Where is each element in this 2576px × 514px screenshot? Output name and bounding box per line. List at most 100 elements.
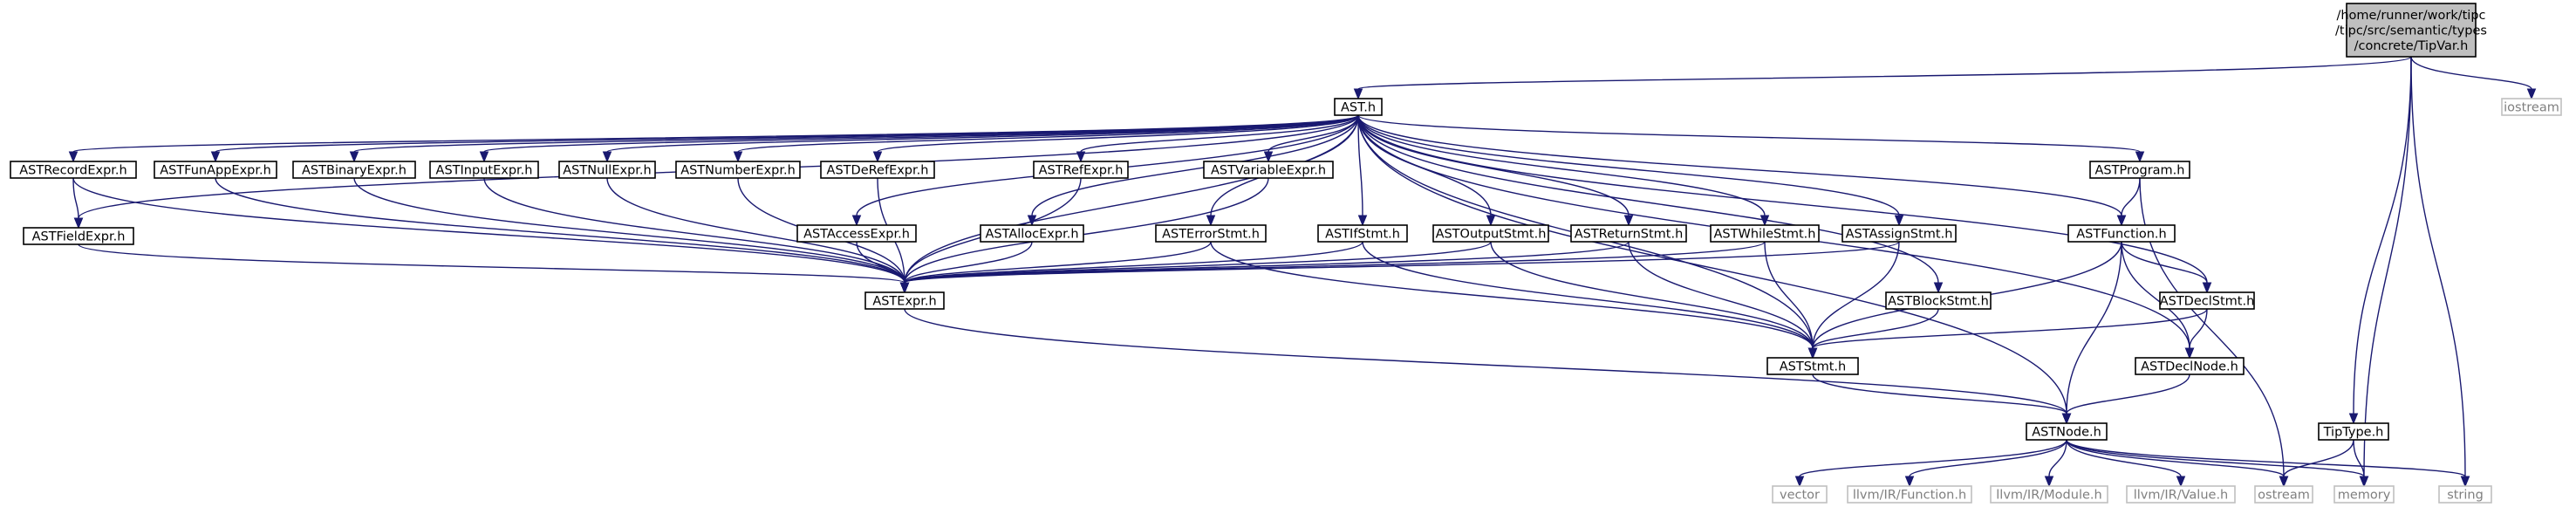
node-accessexpr[interactable]: ASTAccessExpr.h <box>796 224 917 243</box>
node-label: ASTNumberExpr.h <box>680 163 796 177</box>
arrowhead-icon <box>73 217 84 230</box>
node-box <box>1841 224 1957 243</box>
node-ostream: ostream <box>2254 485 2313 504</box>
node-box <box>980 224 1084 243</box>
node-derefexpr[interactable]: ASTDeRefExpr.h <box>820 161 935 179</box>
edge-root-to-iostream <box>2410 56 2537 100</box>
node-ifstmt[interactable]: ASTIfStmt.h <box>1317 224 1408 243</box>
node-label: ostream <box>2258 488 2310 502</box>
edge-line <box>1764 241 1814 349</box>
node-recordexpr[interactable]: ASTRecordExpr.h <box>10 161 137 179</box>
arrowhead-icon <box>2061 413 2072 425</box>
edge-line <box>72 177 79 219</box>
node-variableexpr[interactable]: ASTVariableExpr.h <box>1203 161 1334 179</box>
edge-line <box>1357 114 1363 216</box>
node-label: llvm/IR/Value.h <box>2134 488 2229 502</box>
node-label: ASTAccessExpr.h <box>803 227 910 241</box>
arrowhead-icon <box>2202 282 2212 294</box>
node-assignstmt[interactable]: ASTAssignStmt.h <box>1841 224 1957 243</box>
node-funappexpr[interactable]: ASTFunAppExpr.h <box>154 161 277 179</box>
node-node[interactable]: ASTNode.h <box>2026 422 2108 441</box>
node-program[interactable]: ASTProgram.h <box>2089 161 2190 179</box>
node-outputstmt[interactable]: ASTOutputStmt.h <box>1432 224 1549 243</box>
node-root[interactable]: /home/runner/work/tipc/tipc/src/semantic… <box>2335 3 2487 58</box>
arrowhead-icon <box>1794 476 1805 488</box>
edge-line <box>1210 241 1814 349</box>
node-label: ASTDeclNode.h <box>2141 360 2238 374</box>
node-declstmt[interactable]: ASTDeclStmt.h <box>2159 291 2255 310</box>
edge-line <box>2066 439 2466 477</box>
arrowhead-icon <box>2348 413 2359 425</box>
node-box <box>1033 161 1129 179</box>
edge-line <box>737 114 1359 153</box>
arrowhead-icon <box>479 151 489 163</box>
node-ast[interactable]: AST.h <box>1334 98 1383 116</box>
node-stmt[interactable]: ASTStmt.h <box>1766 357 1859 375</box>
arrowhead-icon <box>210 151 221 163</box>
edge-program-to-function <box>2116 177 2141 227</box>
edge-line <box>1357 114 1630 216</box>
node-label: ASTProgram.h <box>2095 163 2185 177</box>
node-label: vector <box>1780 488 1820 502</box>
node-label: ASTReturnStmt.h <box>1575 227 1684 241</box>
node-box <box>1155 224 1267 243</box>
edge-line <box>2066 241 2122 415</box>
edge-line <box>904 241 1033 284</box>
node-numberexpr[interactable]: ASTNumberExpr.h <box>675 161 801 179</box>
node-expr[interactable]: ASTExpr.h <box>864 291 945 310</box>
node-box <box>2438 485 2492 504</box>
node-fieldexpr[interactable]: ASTFieldExpr.h <box>23 227 134 245</box>
arrowhead-icon <box>602 151 612 163</box>
node-blockstmt[interactable]: ASTBlockStmt.h <box>1885 291 1992 310</box>
node-nullexpr[interactable]: ASTNullExpr.h <box>558 161 656 179</box>
node-refexpr[interactable]: ASTRefExpr.h <box>1033 161 1129 179</box>
edge-node-to-llvmmodule <box>2044 439 2067 488</box>
edge-line <box>483 177 905 284</box>
node-binaryexpr[interactable]: ASTBinaryExpr.h <box>292 161 416 179</box>
node-box <box>1847 485 1972 504</box>
node-label: ASTIfStmt.h <box>1325 227 1400 241</box>
node-label: AST.h <box>1341 100 1376 114</box>
node-errorstmt[interactable]: ASTErrorStmt.h <box>1155 224 1267 243</box>
node-returnstmt[interactable]: ASTReturnStmt.h <box>1570 224 1687 243</box>
arrowhead-icon <box>1933 282 1944 294</box>
arrowhead-icon <box>1623 215 1634 227</box>
node-declnode[interactable]: ASTDeclNode.h <box>2135 357 2245 375</box>
node-box <box>2126 485 2236 504</box>
node-whilestmt[interactable]: ASTWhileStmt.h <box>1710 224 1820 243</box>
edge-line <box>2353 56 2412 415</box>
edge-node-to-llvmfunction <box>1904 439 2067 488</box>
node-vector: vector <box>1772 485 1828 504</box>
node-tiptype[interactable]: TipType.h <box>2318 422 2389 441</box>
node-layer: /home/runner/work/tipc/tipc/src/semantic… <box>10 3 2562 504</box>
node-box <box>1334 98 1383 116</box>
arrowhead-icon <box>1353 88 1363 100</box>
edge-root-to-string <box>2410 56 2470 488</box>
arrowhead-icon <box>1904 476 1915 488</box>
node-inputexpr[interactable]: ASTInputExpr.h <box>429 161 539 179</box>
edge-node-to-vector <box>1794 439 2067 488</box>
edge-ast-to-binaryexpr <box>349 114 1359 163</box>
node-box <box>1766 357 1859 375</box>
edge-line <box>1812 241 1900 349</box>
node-box <box>154 161 277 179</box>
edge-program-to-ostream <box>2139 177 2289 488</box>
edge-line <box>1357 114 1766 216</box>
node-label: TipType.h <box>2323 425 2384 439</box>
node-function[interactable]: ASTFunction.h <box>2067 224 2176 243</box>
node-allocexpr[interactable]: ASTAllocExpr.h <box>980 224 1084 243</box>
node-box <box>1203 161 1334 179</box>
node-box <box>1317 224 1408 243</box>
arrowhead-icon <box>2359 476 2369 488</box>
edge-line <box>1357 56 2412 90</box>
node-label: ASTBlockStmt.h <box>1888 294 1989 308</box>
edge-line <box>1490 241 1814 349</box>
node-label: ASTRecordExpr.h <box>19 163 126 177</box>
edge-line <box>2066 439 2285 477</box>
edge-fieldexpr-to-expr <box>78 243 910 294</box>
edge-line <box>353 114 1359 153</box>
node-label: ASTVariableExpr.h <box>1211 163 1326 177</box>
arrowhead-icon <box>2526 88 2537 100</box>
node-llvmmodule: llvm/IR/Module.h <box>1990 485 2108 504</box>
node-box <box>429 161 539 179</box>
